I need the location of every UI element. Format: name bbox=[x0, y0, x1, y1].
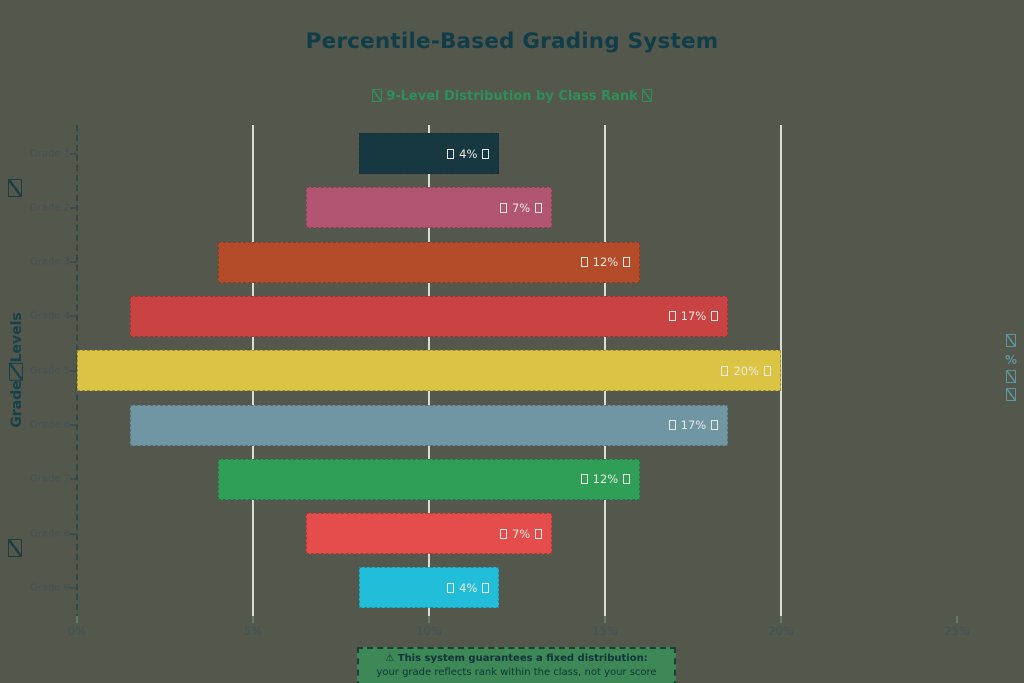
x-tick-label: 5% bbox=[243, 624, 263, 638]
bar-grade-1: 4% bbox=[358, 133, 500, 174]
annotation-line-2: your grade reflects rank within the clas… bbox=[376, 666, 657, 678]
chart-title: Percentile-Based Grading System bbox=[305, 29, 719, 54]
missing-glyph-icon bbox=[1006, 334, 1016, 347]
y-tick-label: Grade 5 bbox=[29, 365, 70, 377]
missing-glyph-icon bbox=[998, 333, 1024, 351]
missing-glyph-icon bbox=[711, 311, 719, 322]
x-tick-mark bbox=[76, 616, 78, 623]
bar-value-label: 4% bbox=[459, 580, 478, 595]
y-tick-label: Grade 1 bbox=[29, 148, 70, 159]
y-tick-mark bbox=[70, 586, 77, 589]
missing-glyph-icon bbox=[711, 420, 719, 430]
missing-glyph-icon bbox=[482, 148, 490, 159]
missing-glyph-icon bbox=[580, 474, 588, 485]
missing-glyph-icon bbox=[8, 539, 22, 557]
percent-glyph: % bbox=[1004, 353, 1018, 367]
missing-glyph-icon bbox=[580, 257, 588, 268]
annotation-line-1: ⚠ This system guarantees a fixed distrib… bbox=[385, 653, 648, 664]
y-tick-mark bbox=[70, 152, 77, 155]
x-tick-mark bbox=[780, 616, 782, 623]
missing-glyph-icon bbox=[1006, 370, 1016, 383]
missing-glyph-icon bbox=[535, 202, 543, 213]
missing-glyph-icon bbox=[447, 582, 455, 593]
x-tick-mark bbox=[604, 616, 606, 623]
chart-subtitle-text: 9-Level Distribution by Class Rank bbox=[386, 89, 638, 104]
y-tick-label: Grade 8 bbox=[29, 528, 70, 540]
missing-glyph-icon bbox=[764, 365, 771, 376]
y-tick-label: Grade 9 bbox=[29, 582, 70, 594]
bar-value-label: 4% bbox=[459, 146, 478, 161]
y-tick-label: Grade 6 bbox=[29, 419, 70, 431]
bar-value-label: 7% bbox=[511, 526, 531, 541]
bar-grade-9: 4% bbox=[358, 567, 500, 609]
bar-grade-7: 12% bbox=[217, 458, 641, 500]
missing-glyph-icon bbox=[535, 528, 543, 539]
bar-grade-8: 7% bbox=[305, 513, 553, 555]
bar-grade-6: 17% bbox=[129, 404, 729, 446]
bar-value-label: 12% bbox=[592, 255, 619, 270]
missing-glyph-icon bbox=[623, 257, 631, 268]
x-tick-label: 0% bbox=[67, 624, 87, 638]
bar-value-label: 20% bbox=[733, 363, 759, 378]
missing-glyph-icon bbox=[499, 528, 507, 539]
y-tick-mark bbox=[70, 424, 77, 426]
missing-glyph-icon bbox=[998, 369, 1024, 387]
y-tick-label: Grade 7 bbox=[29, 473, 70, 485]
y-tick-mark bbox=[70, 261, 77, 264]
y-tick-label: Grade 2 bbox=[29, 202, 70, 214]
right-side-glyph-column: % bbox=[998, 333, 1024, 405]
bar-grade-5: 20% bbox=[77, 350, 781, 392]
y-tick-mark bbox=[70, 369, 77, 372]
chart-subtitle: 9-Level Distribution by Class Rank bbox=[0, 89, 1024, 104]
y-tick-mark bbox=[70, 206, 77, 209]
bar-value-label: 17% bbox=[680, 309, 707, 324]
x-tick-mark bbox=[956, 616, 958, 623]
missing-glyph-icon bbox=[482, 582, 490, 593]
y-tick-mark bbox=[70, 532, 77, 535]
bar-value-label: 7% bbox=[511, 200, 531, 215]
annotation-box: ⚠ This system guarantees a fixed distrib… bbox=[357, 647, 676, 683]
x-tick-label: 10% bbox=[416, 624, 442, 638]
x-tick-mark bbox=[252, 616, 254, 623]
y-tick-label: Grade 4 bbox=[29, 310, 70, 322]
missing-glyph-icon bbox=[642, 89, 653, 102]
missing-glyph-icon bbox=[1006, 388, 1016, 401]
missing-glyph-icon bbox=[623, 474, 631, 485]
missing-glyph-icon bbox=[721, 365, 729, 376]
missing-glyph-icon bbox=[998, 387, 1024, 405]
bar-value-label: 17% bbox=[680, 418, 707, 432]
y-tick-label: Grade 3 bbox=[29, 256, 70, 268]
missing-glyph-icon bbox=[499, 202, 507, 213]
missing-glyph-icon bbox=[447, 148, 455, 159]
bar-grade-2: 7% bbox=[305, 187, 553, 229]
bar-grade-4: 17% bbox=[129, 295, 729, 337]
missing-glyph-icon bbox=[668, 311, 676, 322]
x-tick-mark bbox=[428, 616, 430, 623]
bar-grade-3: 12% bbox=[217, 241, 641, 283]
y-tick-mark bbox=[70, 315, 77, 318]
x-tick-label: 20% bbox=[768, 624, 794, 638]
x-tick-label: 15% bbox=[592, 624, 618, 638]
missing-glyph-icon bbox=[8, 179, 22, 197]
bar-value-label: 12% bbox=[592, 472, 619, 487]
missing-glyph-icon bbox=[668, 420, 676, 430]
missing-glyph-icon bbox=[371, 89, 382, 102]
x-tick-label: 25% bbox=[944, 624, 970, 638]
y-tick-mark bbox=[70, 478, 77, 481]
